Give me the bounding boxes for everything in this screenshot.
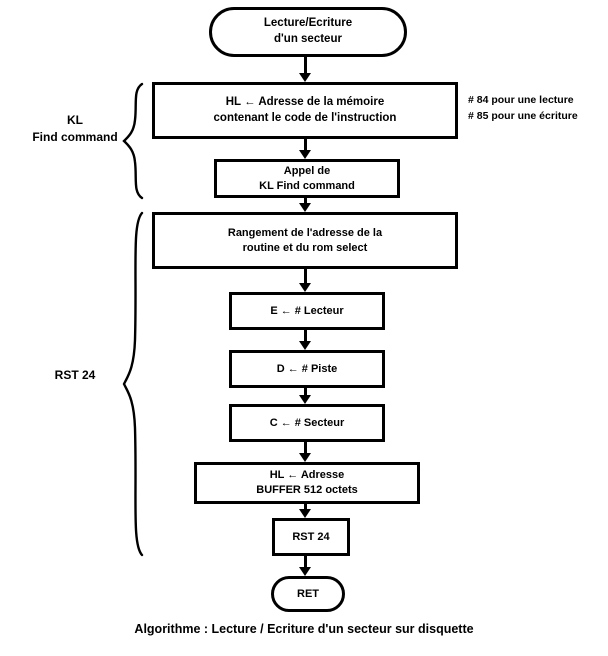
- node-ret: RET: [271, 576, 345, 612]
- connector-start-to-hl: [304, 57, 307, 75]
- node-rangement-adresse: Rangement de l'adresse de la routine et …: [152, 212, 458, 269]
- group-label-rst-24: RST 24: [54, 368, 96, 382]
- connector-rangement-to-e: [304, 269, 307, 283]
- annotation-opcodes: # 84 pour une lecture # 85 pour une écri…: [468, 94, 578, 122]
- node-register-d-piste: D ← # Piste: [229, 350, 385, 388]
- connector-e-to-d: [304, 330, 307, 341]
- brace-kl-find-command: [122, 82, 148, 200]
- node-register-e-lecteur: E ← # Lecteur: [229, 292, 385, 330]
- arrowhead-e-to-d: [299, 341, 311, 350]
- arrowhead-appel-to-rangement: [299, 203, 311, 212]
- connector-rst-to-ret: [304, 556, 307, 567]
- node-hl-address: HL ← Adresse de la mémoire contenant le …: [152, 82, 458, 139]
- node-start: Lecture/Ecriture d'un secteur: [209, 7, 407, 57]
- connector-appel-to-rangement: [304, 198, 307, 204]
- diagram-caption: Algorithme : Lecture / Ecriture d'un sec…: [134, 622, 474, 636]
- group-label-kl-find-command: KL Find command: [32, 113, 118, 144]
- connector-buffer-to-rst: [304, 504, 307, 509]
- brace-rst-24: [122, 210, 148, 558]
- arrowhead-rst-to-ret: [299, 567, 311, 576]
- arrowhead-rangement-to-e: [299, 283, 311, 292]
- connector-hl-to-appel: [304, 139, 307, 151]
- node-register-c-secteur: C ← # Secteur: [229, 404, 385, 442]
- node-hl-buffer: HL ← Adresse BUFFER 512 octets: [194, 462, 420, 504]
- arrowhead-c-to-buffer: [299, 453, 311, 462]
- connector-d-to-c: [304, 388, 307, 395]
- arrowhead-hl-to-appel: [299, 150, 311, 159]
- arrowhead-buffer-to-rst: [299, 509, 311, 518]
- node-rst-24: RST 24: [272, 518, 350, 556]
- node-appel-kl-find-command: Appel de KL Find command: [214, 159, 400, 198]
- arrowhead-start-to-hl: [299, 73, 311, 82]
- connector-c-to-buffer: [304, 442, 307, 453]
- arrowhead-d-to-c: [299, 395, 311, 404]
